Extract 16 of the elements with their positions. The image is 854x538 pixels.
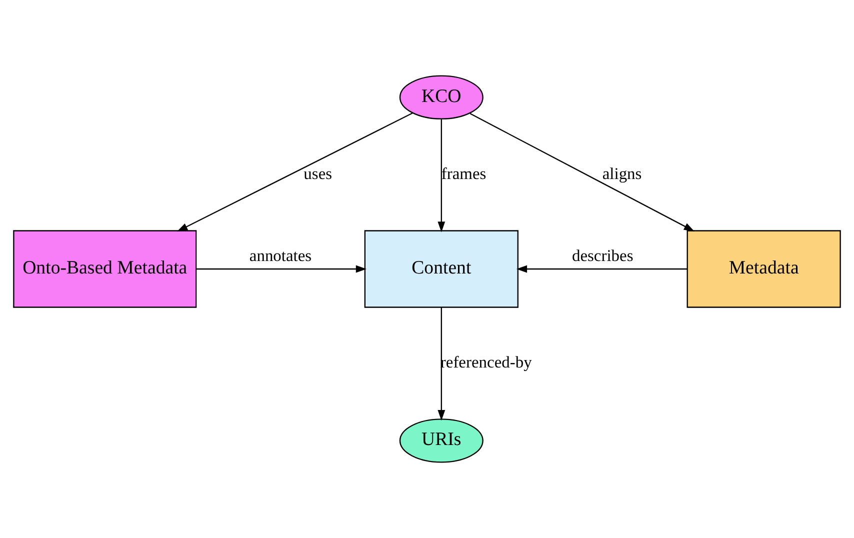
edge-label: frames [441, 164, 486, 184]
arrow [438, 307, 446, 421]
edge-label: aligns [602, 164, 642, 184]
arrow [177, 112, 413, 232]
edge-label: uses [304, 164, 332, 184]
arrow [196, 265, 366, 273]
arrow [516, 265, 688, 273]
node-box: Onto-Based Metadata [13, 230, 197, 308]
edge-label: describes [572, 246, 634, 265]
node-box: Content [364, 230, 518, 308]
node-box: Metadata [686, 230, 841, 308]
node-ellipse: URIs [399, 418, 484, 463]
node-ellipse: KCO [399, 75, 484, 120]
arrow [438, 119, 446, 232]
arrow [470, 113, 695, 232]
edge-label: annotates [249, 246, 312, 265]
